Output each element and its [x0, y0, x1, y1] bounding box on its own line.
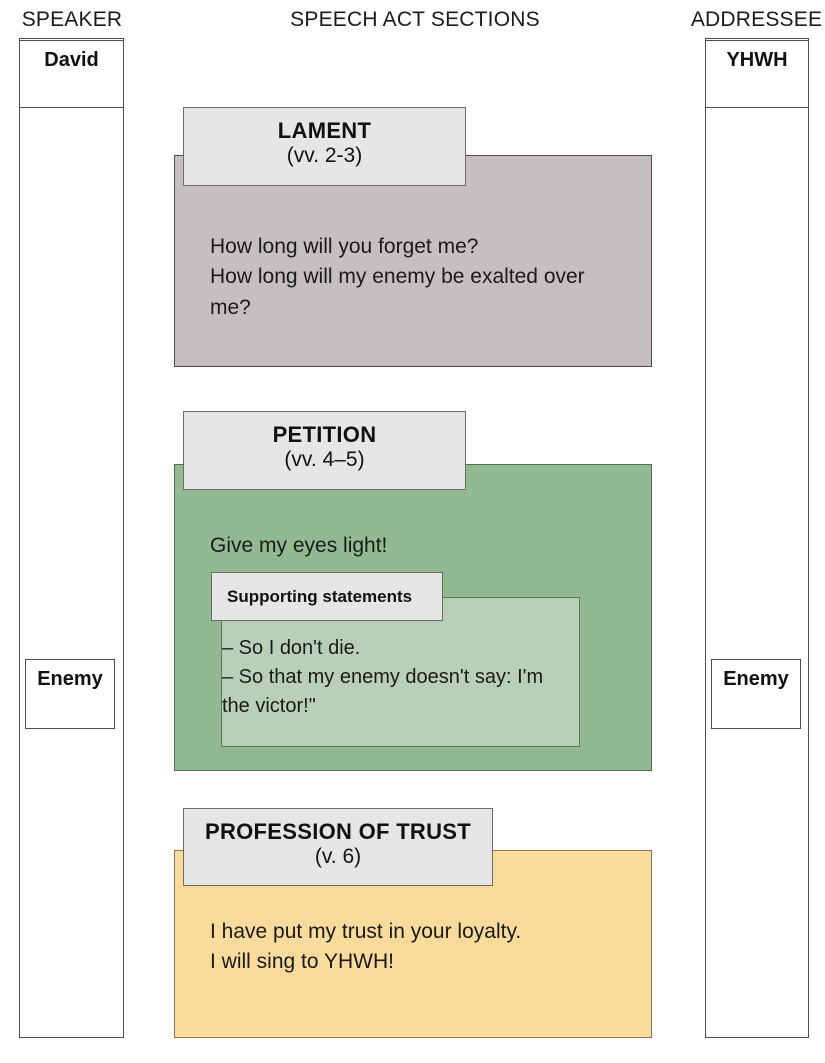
speaker-column-heading: SPEAKER — [21, 8, 123, 31]
profession-of-trust-label-verses: (v. 6) — [314, 845, 362, 869]
addressee-box-yhwh: YHWH — [705, 40, 809, 108]
supporting-statements-text: – So I don't die. – So that my enemy doe… — [222, 637, 544, 717]
profession-of-trust-label-title: PROFESSION OF TRUST — [204, 819, 472, 844]
lament-label-verses: (vv. 2-3) — [286, 144, 363, 168]
lament-label-title: LAMENT — [277, 118, 372, 143]
petition-label-verses: (vv. 4–5) — [284, 448, 365, 472]
petition-section-label: PETITION (vv. 4–5) — [183, 411, 466, 490]
petition-section-text: Give my eyes light! — [210, 534, 388, 557]
supporting-statements-body — [221, 597, 580, 747]
addressee-column-heading: ADDRESSEE — [690, 8, 823, 31]
profession-of-trust-section-label: PROFESSION OF TRUST (v. 6) — [183, 808, 493, 886]
speaker-box-enemy: Enemy — [25, 659, 115, 729]
supporting-statements-label: Supporting statements — [211, 572, 443, 621]
lament-section-label: LAMENT (vv. 2-3) — [183, 107, 466, 186]
speech-act-sections-heading: SPEECH ACT SECTIONS — [290, 8, 540, 31]
speaker-column — [19, 38, 124, 1038]
speaker-box-david: David — [19, 40, 124, 108]
profession-of-trust-section-text: I have put my trust in your loyalty. I w… — [210, 920, 522, 974]
supporting-statements-label-text: Supporting statements — [227, 586, 413, 606]
petition-label-title: PETITION — [272, 422, 377, 447]
lament-section-body — [174, 155, 652, 367]
lament-section-text: How long will you forget me? How long wi… — [210, 235, 585, 319]
addressee-box-enemy: Enemy — [711, 659, 801, 729]
addressee-column — [705, 38, 809, 1038]
